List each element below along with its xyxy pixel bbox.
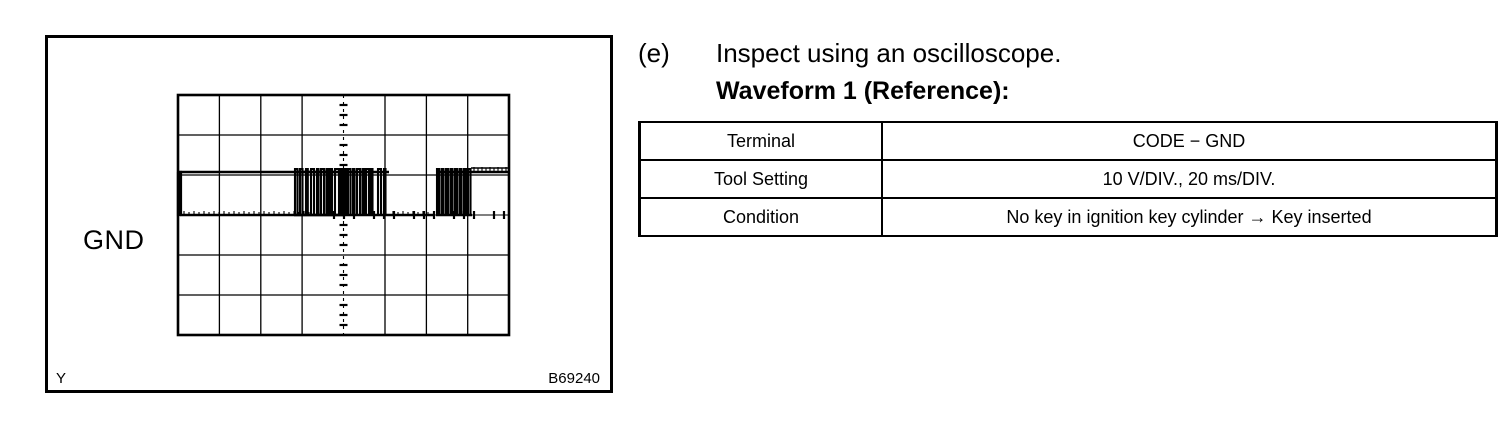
row-label-tool-setting: Tool Setting [638,159,883,199]
center-vertical-axis-ticks [339,103,348,327]
waveform-trace [176,167,509,217]
spec-table-body: Terminal CODE − GND Tool Setting 10 V/DI… [638,121,1498,237]
table-row: Terminal CODE − GND [638,121,1498,161]
step-instruction-text: Inspect using an oscilloscope. [716,38,1062,68]
figure-corner-mark: Y [56,370,67,387]
row-label-condition: Condition [638,197,883,237]
step-line: (e) Inspect using an oscilloscope. [638,36,1488,70]
gnd-axis-label: GND [83,225,145,255]
table-row: Condition No key in ignition key cylinde… [638,197,1498,237]
row-label-terminal: Terminal [638,121,883,161]
oscilloscope-figure-panel: GND Y B69240 [45,35,613,393]
row-value-terminal: CODE − GND [881,121,1498,161]
oscilloscope-waveform-graphic [176,93,511,337]
figure-id-label: B69240 [548,370,600,387]
waveform-heading: Waveform 1 (Reference): [716,77,1010,105]
waveform-spec-table: Terminal CODE − GND Tool Setting 10 V/DI… [638,121,1498,237]
step-marker: (e) [638,38,670,68]
table-row: Tool Setting 10 V/DIV., 20 ms/DIV. [638,159,1498,199]
row-value-tool-setting: 10 V/DIV., 20 ms/DIV. [881,159,1498,199]
row-value-condition: No key in ignition key cylinder → Key in… [881,197,1498,237]
